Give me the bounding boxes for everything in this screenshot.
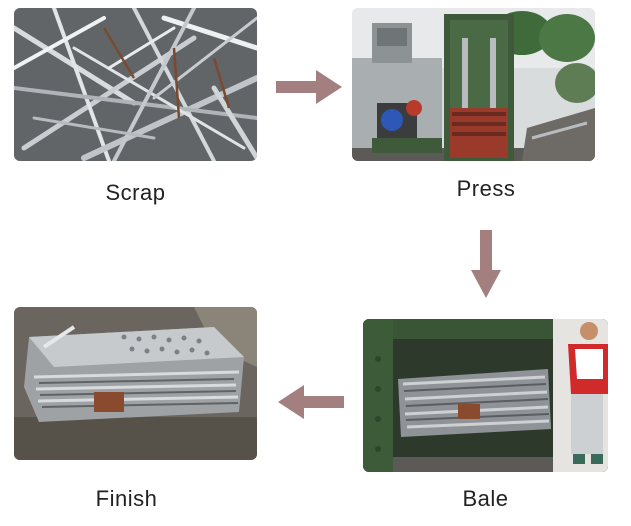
step-label-finish: Finish bbox=[95, 486, 158, 511]
arrow-right-icon bbox=[276, 70, 342, 104]
bale-photo bbox=[363, 319, 608, 472]
arrow-down-icon bbox=[471, 230, 501, 298]
scrap-photo bbox=[14, 8, 257, 161]
arrow-left-icon bbox=[278, 385, 344, 419]
finish-photo bbox=[14, 307, 257, 460]
step-label-press: Press bbox=[456, 176, 516, 201]
step-label-scrap: Scrap bbox=[105, 180, 166, 205]
press-photo bbox=[352, 8, 595, 161]
step-label-bale: Bale bbox=[462, 486, 509, 511]
